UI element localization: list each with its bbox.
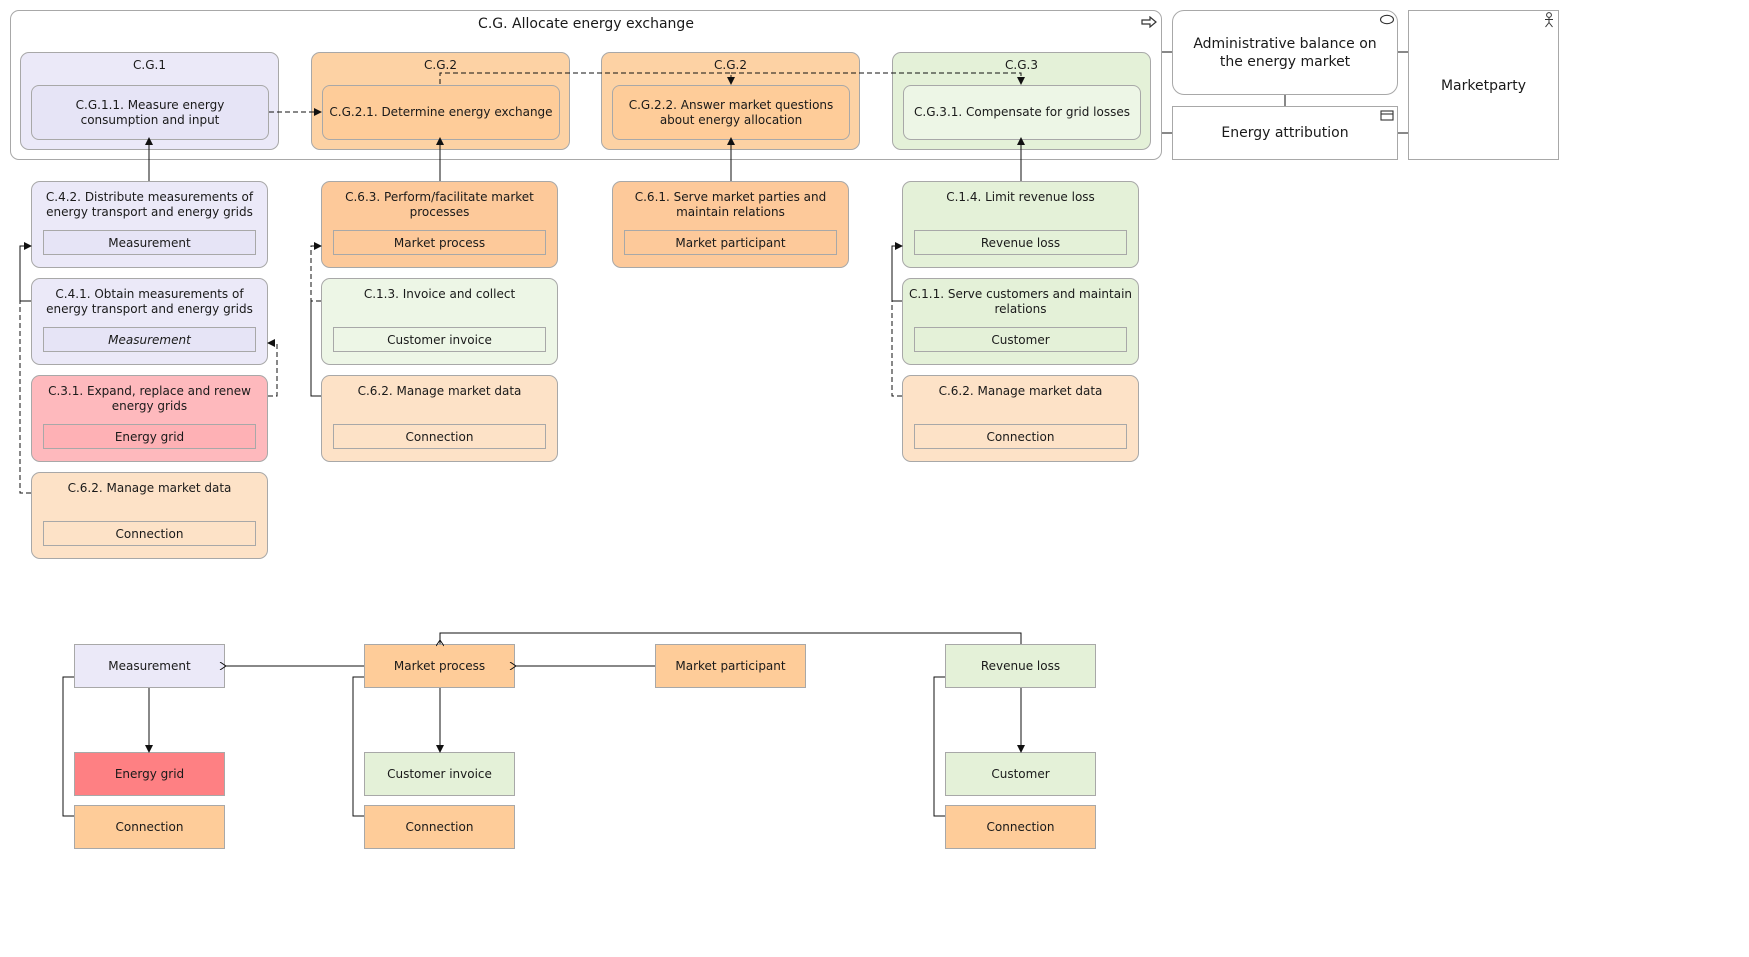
capability-c14[interactable]: C.1.4. Limit revenue loss Revenue loss (902, 181, 1139, 268)
label-measurement: Measurement (43, 230, 256, 255)
object-energy-attribution[interactable]: Energy attribution (1172, 106, 1398, 160)
object-connection-3[interactable]: Connection (945, 805, 1096, 849)
object-customer[interactable]: Customer (945, 752, 1096, 796)
label-customer-invoice: Customer invoice (333, 327, 546, 352)
label-connection: Connection (914, 424, 1127, 449)
capability-c62-a[interactable]: C.6.2. Manage market data Connection (31, 472, 268, 559)
object-connection-2[interactable]: Connection (364, 805, 515, 849)
object-market-participant[interactable]: Market participant (655, 644, 806, 688)
process-cg22[interactable]: C.G.2.2. Answer market questions about e… (612, 85, 850, 140)
capability-c13[interactable]: C.1.3. Invoice and collect Customer invo… (321, 278, 558, 365)
connector (19, 242, 32, 302)
capability-c62-c[interactable]: C.6.2. Manage market data Connection (902, 375, 1139, 462)
label-energy-grid: Energy grid (43, 424, 256, 449)
actor-label: Marketparty (1440, 78, 1527, 94)
capability-c61[interactable]: C.6.1. Serve market parties and maintain… (612, 181, 849, 268)
capability-title: C.4.2. Distribute measurements of energy… (45, 190, 254, 219)
capability-title: C.3.1. Expand, replace and renew energy … (48, 384, 251, 413)
label-market-process: Market process (333, 230, 546, 255)
label-connection: Connection (333, 424, 546, 449)
connector (891, 301, 902, 397)
function-cg1[interactable]: C.G.1 C.G.1.1. Measure energy consumptio… (20, 52, 279, 150)
connector (439, 72, 735, 85)
function-cg2-b[interactable]: C.G.2 C.G.2.2. Answer market questions a… (601, 52, 860, 150)
label-revenue-loss: Revenue loss (914, 230, 1127, 255)
capability-title: C.1.3. Invoice and collect (363, 287, 516, 301)
object-customer-invoice[interactable]: Customer invoice (364, 752, 515, 796)
function-header: C.G.2 (714, 58, 747, 72)
capability-title: C.4.1. Obtain measurements of energy tra… (46, 287, 253, 316)
capability-title: C.6.3. Perform/facilitate market process… (345, 190, 534, 219)
capability-c42[interactable]: C.4.2. Distribute measurements of energy… (31, 181, 268, 268)
connector (62, 676, 74, 817)
service-oval-icon (1379, 14, 1395, 25)
label-market-participant: Market participant (624, 230, 837, 255)
connector (731, 72, 1025, 85)
object-icon (1380, 110, 1394, 121)
capability-title: C.6.2. Manage market data (938, 384, 1103, 398)
capability-c63[interactable]: C.6.3. Perform/facilitate market process… (321, 181, 558, 268)
label-measurement-italic: Measurement (43, 327, 256, 352)
connector (352, 676, 364, 817)
object-label: Energy attribution (1221, 125, 1349, 141)
group-title: C.G. Allocate energy exchange (478, 16, 694, 32)
capability-title: C.6.2. Manage market data (67, 481, 232, 495)
capability-c62-b[interactable]: C.6.2. Manage market data Connection (321, 375, 558, 462)
capability-title: C.6.1. Serve market parties and maintain… (634, 190, 827, 219)
capability-c11[interactable]: C.1.1. Serve customers and maintain rela… (902, 278, 1139, 365)
capability-c41[interactable]: C.4.1. Obtain measurements of energy tra… (31, 278, 268, 365)
object-market-process[interactable]: Market process (364, 644, 515, 688)
capability-title: C.6.2. Manage market data (357, 384, 522, 398)
process-cg11[interactable]: C.G.1.1. Measure energy consumption and … (31, 85, 269, 140)
connector (891, 242, 903, 302)
actor-icon (1545, 12, 1553, 28)
connector (310, 301, 321, 397)
connector (310, 242, 322, 302)
connector (267, 339, 278, 397)
function-header: C.G.3 (1005, 58, 1038, 72)
connector (439, 632, 1022, 644)
object-connection-1[interactable]: Connection (74, 805, 225, 849)
connector (933, 676, 945, 817)
object-revenue-loss[interactable]: Revenue loss (945, 644, 1096, 688)
service-administrative-balance[interactable]: Administrative balance on the energy mar… (1172, 10, 1398, 95)
label-customer: Customer (914, 327, 1127, 352)
function-header: C.G.1 (133, 58, 166, 72)
capability-title: C.1.4. Limit revenue loss (946, 190, 1095, 204)
function-header: C.G.2 (424, 58, 457, 72)
capability-title: C.1.1. Serve customers and maintain rela… (908, 287, 1133, 316)
capability-c31[interactable]: C.3.1. Expand, replace and renew energy … (31, 375, 268, 462)
arrow-right-icon (1141, 16, 1157, 28)
service-label: Administrative balance on the energy mar… (1193, 35, 1377, 70)
connector (19, 246, 31, 494)
actor-marketparty[interactable]: Marketparty (1408, 10, 1559, 160)
label-connection: Connection (43, 521, 256, 546)
function-cg3[interactable]: C.G.3 C.G.3.1. Compensate for grid losse… (892, 52, 1151, 150)
